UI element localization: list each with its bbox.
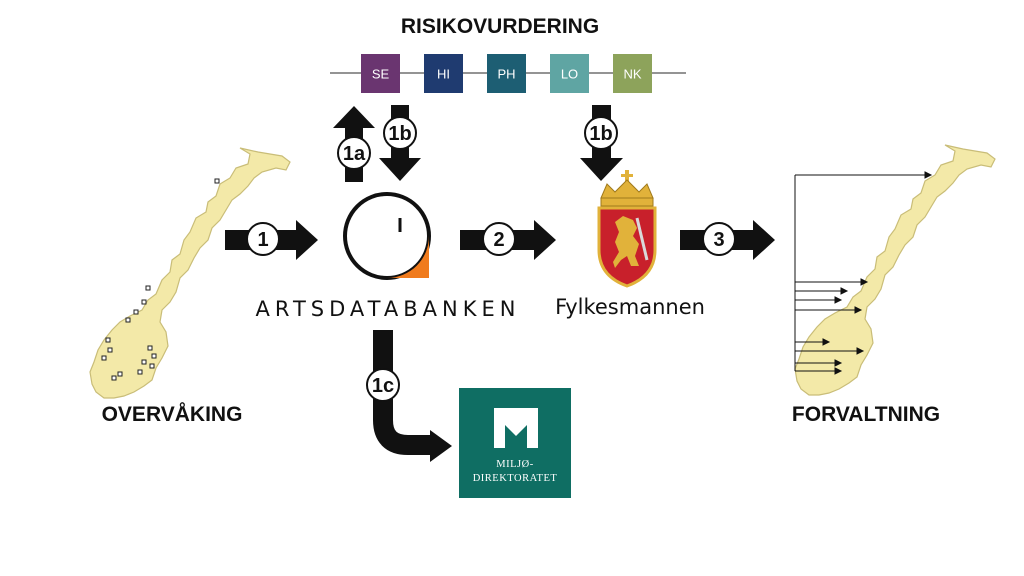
step-3-number: 3 bbox=[713, 229, 724, 251]
arrow-step-1b-left: 1b bbox=[379, 105, 421, 181]
monitoring-points bbox=[101, 178, 220, 381]
category-box-ph bbox=[487, 54, 526, 93]
step-1b-left-number: 1b bbox=[388, 123, 411, 145]
category-box-se bbox=[361, 54, 400, 93]
category-box-nk bbox=[613, 54, 652, 93]
header-title: RISIKOVURDERING bbox=[401, 15, 599, 38]
norway-map-left bbox=[89, 147, 291, 399]
step-1c-number: 1c bbox=[372, 375, 394, 397]
arrow-step-1b-right: 1b bbox=[580, 105, 623, 181]
miljodirektoratet-logo: MILJØ- DIREKTORATET bbox=[459, 388, 571, 498]
arrow-step-2: 2 bbox=[460, 220, 556, 260]
arrow-step-3: 3 bbox=[680, 220, 775, 260]
category-label-nk: NK bbox=[623, 67, 641, 82]
step-1b-right-number: 1b bbox=[589, 123, 612, 145]
arrow-step-1a: 1a bbox=[333, 106, 375, 182]
artsdatabanken-label: ARTSDATABANKEN bbox=[256, 297, 521, 321]
step-1-number: 1 bbox=[257, 229, 268, 251]
label-forvaltning: FORVALTNING bbox=[792, 403, 940, 426]
miljodirektoratet-line2: DIREKTORATET bbox=[473, 473, 558, 484]
map-right-shape bbox=[794, 144, 996, 396]
category-box-lo bbox=[550, 54, 589, 93]
step-1a-number: 1a bbox=[343, 143, 366, 165]
category-label-lo: LO bbox=[561, 67, 578, 82]
artsdatabanken-logo bbox=[343, 192, 431, 280]
category-label-hi: HI bbox=[437, 67, 450, 82]
coat-of-arms-icon bbox=[597, 170, 657, 288]
arrow-step-1: 1 bbox=[225, 220, 318, 260]
category-box-hi bbox=[424, 54, 463, 93]
category-boxes: SE HI PH LO NK bbox=[361, 54, 652, 93]
label-overvaking: OVERVÅKING bbox=[102, 402, 243, 426]
risk-category-bar: SE HI PH LO NK bbox=[330, 54, 686, 93]
miljodirektoratet-line1: MILJØ- bbox=[496, 459, 533, 470]
arrow-step-1c: 1c bbox=[366, 330, 452, 462]
norway-map-right bbox=[794, 144, 996, 396]
step-2-number: 2 bbox=[493, 229, 504, 251]
category-label-ph: PH bbox=[497, 67, 515, 82]
category-label-se: SE bbox=[372, 67, 390, 82]
fylkesmannen-label: Fylkesmannen bbox=[555, 295, 705, 319]
map-left-shape bbox=[89, 147, 291, 399]
management-arrows bbox=[794, 171, 933, 375]
